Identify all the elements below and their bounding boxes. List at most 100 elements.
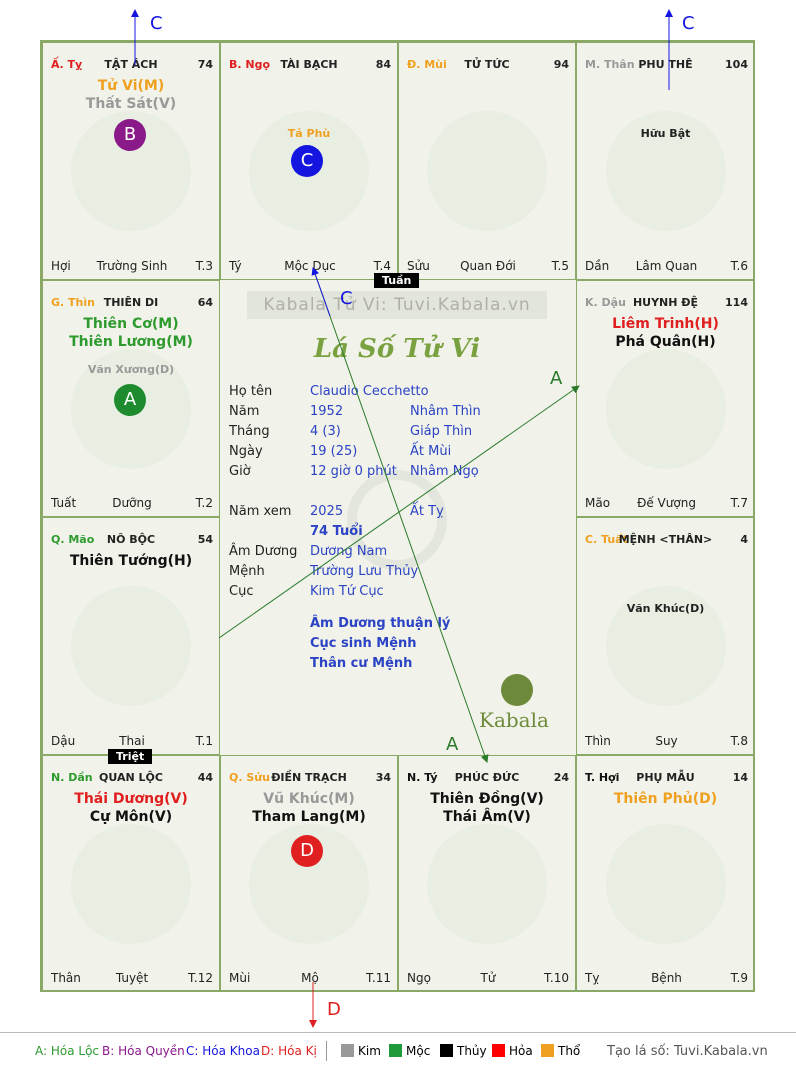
info-value: 1952: [310, 404, 344, 419]
star: Liêm Trinh(H): [612, 316, 719, 332]
palace-number: 34: [375, 771, 391, 784]
legend-hoa: Hỏa: [492, 1044, 533, 1058]
palace-branch: N. Dần: [51, 771, 93, 784]
star-list: Thái Dương(V) Cự Môn(V): [43, 790, 219, 826]
palace-branch: B. Ngọ: [229, 58, 271, 71]
info-label: Ngày: [229, 444, 263, 459]
palace-branch: K. Dậu: [585, 296, 626, 309]
hoa-ki-badge: D: [291, 835, 323, 867]
palace-name: ĐIỀN TRẠCH: [271, 771, 347, 784]
palace-number: 54: [197, 533, 213, 546]
palace-footer-branch: Tý: [229, 259, 242, 273]
star: Tả Phù: [287, 127, 331, 140]
palace-footer-month: T.9: [730, 971, 748, 985]
tuan-tag: Tuần: [374, 273, 420, 288]
palace-branch: C. Tuất: [585, 533, 628, 546]
note: Cục sinh Mệnh: [310, 636, 417, 651]
note: Thân cư Mệnh: [310, 656, 413, 671]
info-value: 2025: [310, 504, 344, 519]
palace-footer-stage: Lâm Quan: [635, 259, 698, 273]
legend-bar: A: Hóa Lộc B: Hóa Quyền C: Hóa Khoa D: H…: [0, 1032, 796, 1071]
arrow-label-d: D: [327, 999, 341, 1020]
palace-footer-stage: Bệnh: [651, 971, 682, 985]
hoa-quyen-badge: B: [114, 119, 146, 151]
star: Thái Âm(V): [443, 809, 531, 825]
star: Tử Vi(M): [97, 78, 165, 94]
palace-footer-stage: Quan Đới: [460, 259, 516, 273]
star: Phá Quân(H): [615, 334, 716, 350]
palace-footer-month: T.4: [373, 259, 391, 273]
palace-branch: T. Hợi: [585, 771, 620, 784]
palace-footer-month: T.3: [195, 259, 213, 273]
palace-number: 4: [740, 533, 748, 546]
star: Văn Xương(D): [87, 363, 175, 376]
site-link[interactable]: Tạo lá số: Tuvi.Kabala.vn: [607, 1044, 768, 1059]
palace-footer-stage: Tuyệt: [115, 971, 149, 985]
zodiac-animal-watermark: [605, 348, 726, 469]
arrow-label-a2: A: [446, 734, 459, 755]
palace-footer-branch: Thìn: [585, 734, 611, 748]
info-label: Cục: [229, 584, 254, 599]
star: Văn Khúc(D): [626, 602, 705, 615]
zodiac-animal-watermark: [427, 823, 547, 944]
palace-footer-stage: Trường Sinh: [96, 259, 168, 273]
arrow-loc: [218, 385, 580, 639]
palace-footer-branch: Mão: [585, 496, 611, 510]
star-list: Vũ Khúc(M)Tham Lang(M): [221, 790, 397, 826]
palace-footer-stage: Tử: [480, 971, 496, 985]
info-label: Tháng: [229, 424, 270, 439]
info-value: Trường Lưu Thủy: [310, 564, 419, 579]
info-value: Kim Tứ Cục: [310, 584, 384, 599]
info-can-chi: Ất Tỵ: [410, 504, 444, 519]
palace-footer-branch: Dần: [585, 259, 610, 273]
palace-name: PHU THÊ: [638, 58, 693, 71]
palace-footer-branch: Sửu: [407, 259, 430, 273]
age: 74 Tuổi: [310, 524, 363, 539]
legend-hoa-quyen: B: Hóa Quyền: [102, 1044, 185, 1058]
legend-kim: Kim: [341, 1044, 381, 1058]
palace-number: 74: [197, 58, 213, 71]
star-list: Thiên Phủ(D): [577, 790, 754, 808]
palace-footer-stage: Mộ: [301, 971, 319, 985]
zodiac-animal-watermark: [71, 823, 191, 944]
info-can-chi: Nhâm Thìn: [410, 404, 481, 419]
palace-footer-month: T.10: [544, 971, 569, 985]
star: Thái Dương(V): [74, 791, 188, 807]
zodiac-animal-watermark: [427, 111, 547, 231]
palace-branch: Q. Sửu: [229, 771, 270, 784]
info-label: Năm: [229, 404, 260, 419]
arrow-label-a1: A: [550, 368, 563, 389]
palace-number: 14: [732, 771, 748, 784]
taiji-watermark: [347, 470, 447, 570]
palace-footer-branch: Ngọ: [407, 971, 431, 985]
arrow-khoa-3-head: [311, 267, 331, 317]
palace-name: TẬT ÁCH: [104, 58, 158, 71]
legend-hoa-khoa: C: Hóa Khoa: [186, 1044, 260, 1058]
palace-number: 64: [197, 296, 213, 309]
star: Thiên Lương(M): [69, 334, 193, 350]
zodiac-animal-watermark: [605, 823, 726, 944]
star-list: Tử Vi(M)Thất Sát(V): [43, 77, 219, 113]
star-list: Tả Phù: [221, 125, 397, 143]
palace-footer-month: T.1: [195, 734, 213, 748]
star: Cự Môn(V): [89, 809, 173, 825]
star: Hữu Bật: [640, 127, 691, 140]
palace-branch: M. Thân: [585, 58, 635, 71]
star-list: Liêm Trinh(H) Phá Quân(H): [577, 315, 754, 351]
palace-name: TÀI BẠCH: [280, 58, 338, 71]
palace-number: 44: [197, 771, 213, 784]
palace-footer-month: T.12: [188, 971, 213, 985]
legend-thuy: Thủy: [440, 1044, 487, 1058]
